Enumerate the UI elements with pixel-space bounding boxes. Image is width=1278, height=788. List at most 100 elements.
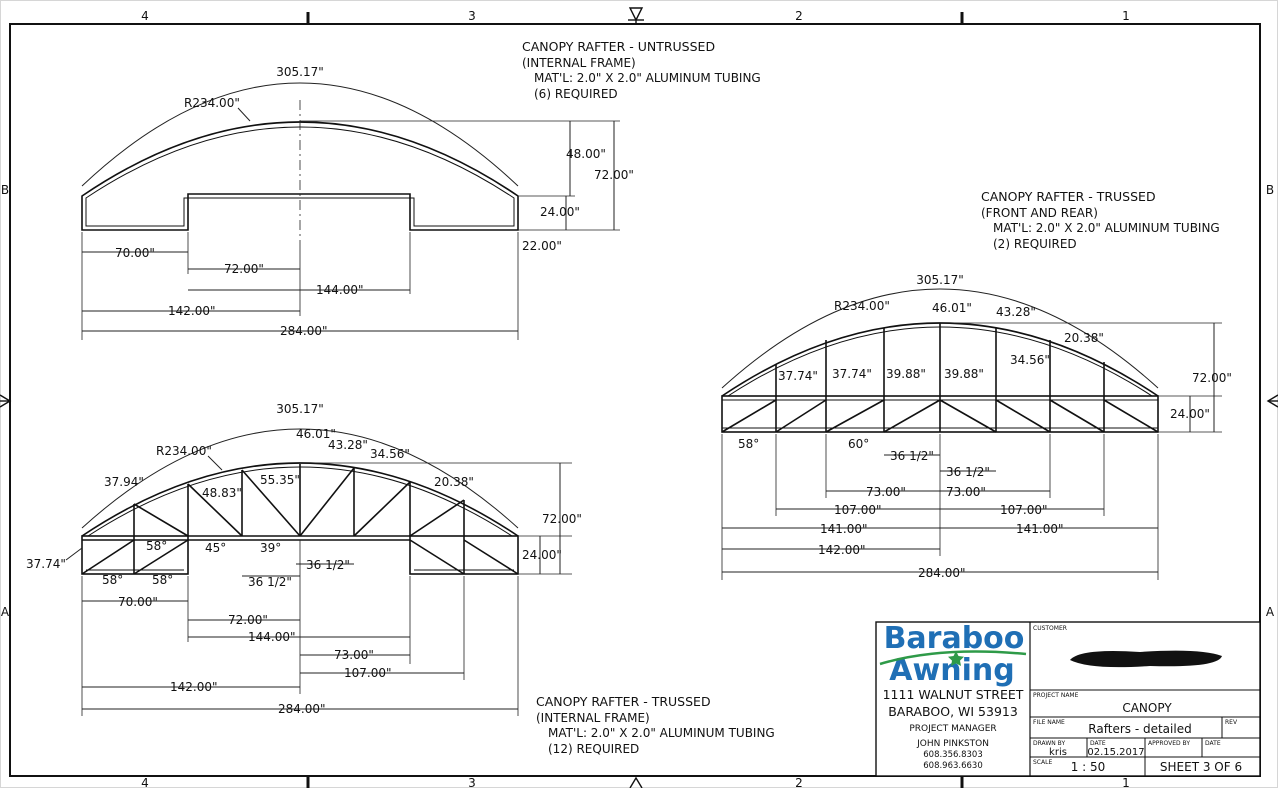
truss-front-d3988b: 39.88" xyxy=(944,367,984,381)
truss-int-a58a: 58° xyxy=(146,539,167,553)
untrussed-arc-label: 305.17" xyxy=(276,65,324,79)
truss-front-w107b: 107.00" xyxy=(1000,503,1048,517)
truss-int-d46: 46.01" xyxy=(296,427,336,441)
title-block: Baraboo Awning 1111 WALNUT STREET BARABO… xyxy=(875,621,1261,777)
truss-int-a39: 39° xyxy=(260,541,281,555)
untrussed-radius-label: R234.00" xyxy=(184,96,240,110)
customer-label: CUSTOMER xyxy=(1033,625,1067,632)
truss-front-w73b: 73.00" xyxy=(946,485,986,499)
truss-front-d2038: 20.38" xyxy=(1064,331,1104,345)
truss-int-w142: 142.00" xyxy=(170,680,218,694)
view-trussed-internal: 305.17" R234.00" 46.01" 43.28" 34.56" 20… xyxy=(26,402,775,756)
truss-int-d3774: 37.74" xyxy=(26,557,66,571)
truss-int-arc: 305.17" xyxy=(276,402,324,416)
scale-label: SCALE xyxy=(1033,759,1052,766)
untrussed-matl: MAT'L: 2.0" X 2.0" ALUMINUM TUBING xyxy=(534,71,761,85)
zone-top-4: 4 xyxy=(141,9,149,23)
truss-int-d4883: 48.83" xyxy=(202,486,242,500)
truss-int-w144: 144.00" xyxy=(248,630,296,644)
truss-front-radius: R234.00" xyxy=(834,299,890,313)
truss-int-w72: 72.00" xyxy=(228,613,268,627)
truss-front-sub: (FRONT AND REAR) xyxy=(981,206,1098,220)
truss-front-w141b: 141.00" xyxy=(1016,522,1064,536)
phone1: 608.356.8303 xyxy=(923,750,982,760)
truss-front-d3774a: 37.74" xyxy=(778,369,818,383)
untrussed-arc-dim xyxy=(81,82,519,187)
truss-int-sub: (INTERNAL FRAME) xyxy=(536,711,650,725)
phone2: 608.963.6630 xyxy=(923,761,982,771)
rev-label: REV xyxy=(1225,719,1238,726)
logo-star-icon xyxy=(948,651,964,666)
truss-front-a58: 58° xyxy=(738,437,759,451)
truss-front-h72: 72.00" xyxy=(1192,371,1232,385)
truss-int-d345: 34.56" xyxy=(370,447,410,461)
address-line1: 1111 WALNUT STREET xyxy=(883,687,1024,702)
truss-front-arc: 305.17" xyxy=(916,273,964,287)
truss-front-a60: 60° xyxy=(848,437,869,451)
untrussed-w284: 284.00" xyxy=(280,324,328,338)
untrussed-w142: 142.00" xyxy=(168,304,216,318)
truss-int-w284: 284.00" xyxy=(278,702,326,716)
truss-int-d2038: 20.38" xyxy=(434,475,474,489)
zone-right-a: A xyxy=(1266,605,1275,619)
truss-int-title: CANOPY RAFTER - TRUSSED xyxy=(536,694,711,709)
truss-int-d3794: 37.94" xyxy=(104,475,144,489)
untrussed-sub: (INTERNAL FRAME) xyxy=(522,56,636,70)
truss-front-d43: 43.28" xyxy=(996,305,1036,319)
zone-bottom-4: 4 xyxy=(141,776,149,788)
address-line2: BARABOO, WI 53913 xyxy=(888,704,1018,719)
truss-int-s36a: 36 1/2" xyxy=(306,558,350,572)
truss-int-matl: MAT'L: 2.0" X 2.0" ALUMINUM TUBING xyxy=(548,726,775,740)
truss-front-matl: MAT'L: 2.0" X 2.0" ALUMINUM TUBING xyxy=(993,221,1220,235)
truss-int-w73: 73.00" xyxy=(334,648,374,662)
truss-front-w107a: 107.00" xyxy=(834,503,882,517)
truss-front-s36b: 36 1/2" xyxy=(946,465,990,479)
center-mark-bottom xyxy=(629,776,643,788)
untrussed-h48: 48.00" xyxy=(566,147,606,161)
date: 02.15.2017 xyxy=(1087,747,1144,758)
truss-int-d43: 43.28" xyxy=(328,438,368,452)
truss-int-s36b: 36 1/2" xyxy=(248,575,292,589)
zone-top-3: 3 xyxy=(468,9,476,23)
sheet: SHEET 3 OF 6 xyxy=(1160,760,1242,774)
zone-bottom-1: 1 xyxy=(1122,776,1130,788)
truss-front-qty: (2) REQUIRED xyxy=(993,237,1077,251)
truss-front-title: CANOPY RAFTER - TRUSSED xyxy=(981,189,1156,204)
date-label: DATE xyxy=(1090,740,1106,747)
truss-front-d345: 34.56" xyxy=(1010,353,1050,367)
truss-front-d3988a: 39.88" xyxy=(886,367,926,381)
untrussed-title: CANOPY RAFTER - UNTRUSSED xyxy=(522,39,715,54)
date2-label: DATE xyxy=(1205,740,1221,747)
truss-int-left-box xyxy=(81,535,189,575)
customer-redaction xyxy=(1070,650,1222,668)
untrussed-h22: 22.00" xyxy=(522,239,562,253)
truss-front-d46: 46.01" xyxy=(932,301,972,315)
zone-bottom-3: 3 xyxy=(468,776,476,788)
truss-int-w107: 107.00" xyxy=(344,666,392,680)
project-label: PROJECT NAME xyxy=(1033,692,1079,699)
truss-int-h24: 24.00" xyxy=(522,548,562,562)
untrussed-w70: 70.00" xyxy=(115,246,155,260)
truss-int-radius: R234.00" xyxy=(156,444,212,458)
truss-int-qty: (12) REQUIRED xyxy=(548,742,639,756)
logo-baraboo: Baraboo xyxy=(884,621,1025,656)
pm-label: PROJECT MANAGER xyxy=(909,724,996,734)
truss-int-h72: 72.00" xyxy=(542,512,582,526)
untrussed-frame-outer xyxy=(81,121,519,231)
center-mark-top xyxy=(628,7,644,24)
zone-top-1: 1 xyxy=(1122,9,1130,23)
view-trussed-front: CANOPY RAFTER - TRUSSED (FRONT AND REAR)… xyxy=(721,189,1232,580)
untrussed-h24: 24.00" xyxy=(540,205,580,219)
truss-front-w142: 142.00" xyxy=(818,543,866,557)
truss-front-d3774b: 37.74" xyxy=(832,367,872,381)
file-name: Rafters - detailed xyxy=(1088,722,1191,736)
truss-int-w70: 70.00" xyxy=(118,595,158,609)
untrussed-qty: (6) REQUIRED xyxy=(534,87,618,101)
file-label: FILE NAME xyxy=(1033,719,1065,726)
drawn-by: kris xyxy=(1049,747,1067,758)
truss-int-a58b: 58° xyxy=(102,573,123,587)
view-untrussed: CANOPY RAFTER - UNTRUSSED (INTERNAL FRAM… xyxy=(81,39,761,340)
zone-top-2: 2 xyxy=(795,9,803,23)
truss-front-w141a: 141.00" xyxy=(820,522,868,536)
